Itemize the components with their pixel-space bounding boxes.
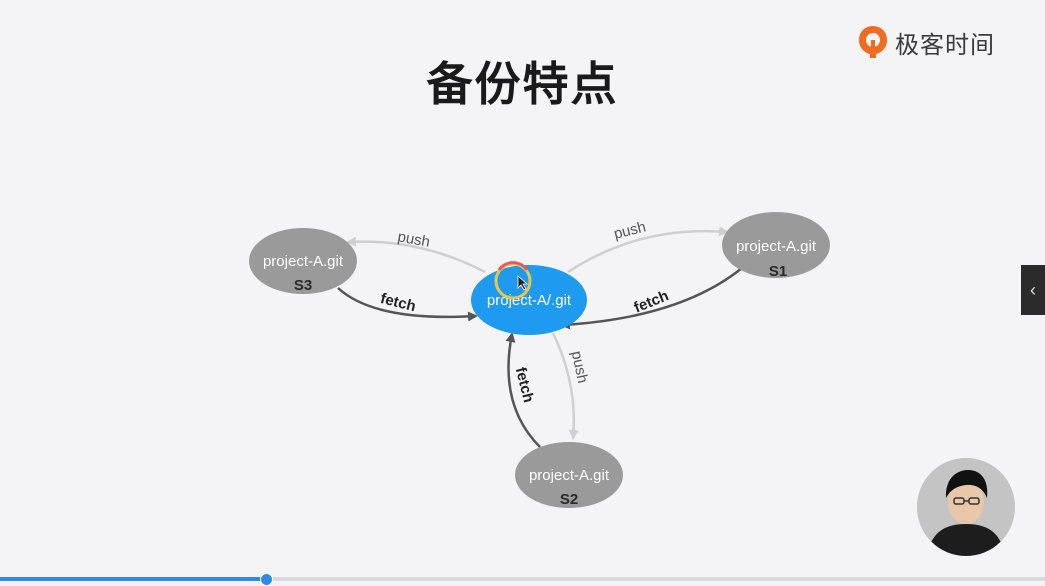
remote-node-s3-label: project-A.git	[263, 253, 344, 270]
presenter-avatar	[917, 458, 1015, 556]
push-label-s3: push	[396, 228, 431, 250]
video-progress-knob[interactable]	[260, 573, 274, 586]
fetch-label-s2: fetch	[512, 365, 537, 404]
push-label-s2: push	[568, 349, 591, 384]
chevron-left-icon: ‹	[1030, 279, 1036, 300]
brand-name: 极客时间	[895, 30, 995, 59]
push-arrow-s2	[551, 332, 579, 440]
cursor-highlight	[494, 261, 532, 300]
video-progress-fill	[0, 577, 267, 581]
remote-node-s2-server: S2	[560, 491, 578, 508]
remote-node-s1-label: project-A.git	[736, 238, 817, 255]
side-panel-toggle[interactable]: ‹	[1021, 265, 1045, 315]
local-repo-label: project-A/.git	[487, 292, 572, 309]
remote-node-s2[interactable]: project-A.git S2	[515, 442, 623, 508]
mouse-pointer-icon	[517, 275, 529, 291]
remote-node-s2-label: project-A.git	[529, 467, 610, 484]
fetch-arrow-s2	[505, 332, 541, 448]
fetch-arrow-s1	[560, 267, 743, 330]
presenter-video	[917, 458, 1015, 556]
geektime-logo-icon	[859, 26, 887, 58]
brand-logo: 极客时间	[857, 24, 995, 60]
remote-node-s3[interactable]: project-A.git S3	[249, 228, 357, 294]
slide-title: 备份特点	[426, 57, 619, 111]
push-arrow-s3	[346, 236, 486, 274]
fetch-arrow-s3	[337, 287, 478, 322]
push-arrow-s1	[567, 226, 729, 274]
remote-node-s3-server: S3	[294, 277, 312, 294]
remote-node-s1-server: S1	[769, 263, 787, 280]
remote-node-s1[interactable]: project-A.git S1	[722, 212, 830, 280]
video-progress-bar[interactable]	[0, 573, 1045, 586]
